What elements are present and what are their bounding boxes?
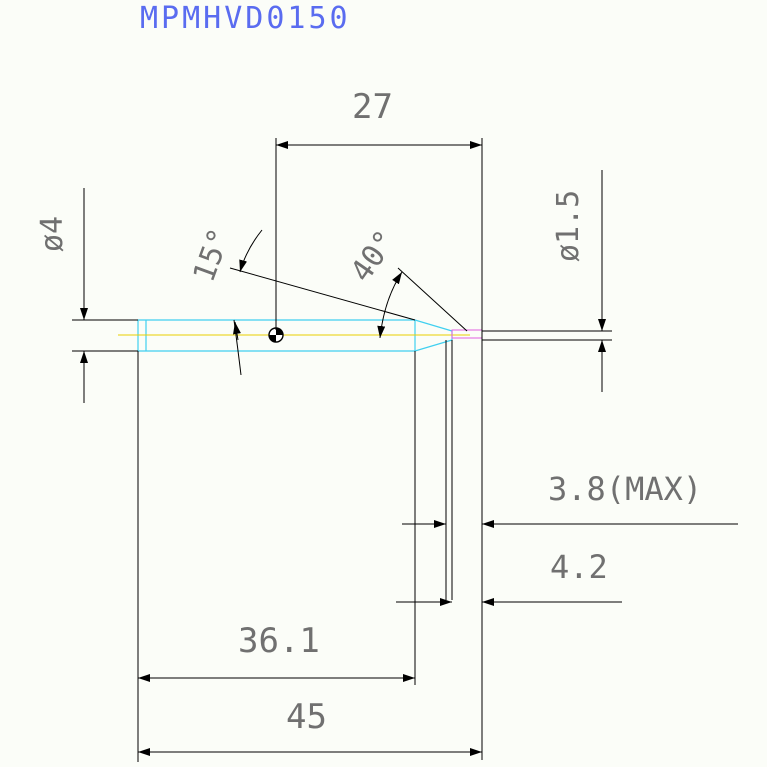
dim-angle-40-label: 40°	[344, 224, 404, 288]
dim-36-1-label: 36.1	[238, 621, 320, 661]
tool-tip	[451, 329, 483, 339]
dim-45-label: 45	[286, 697, 327, 737]
dim-4-2-label: 4.2	[550, 548, 608, 586]
drawing-title: MPMHVD0150	[140, 1, 351, 36]
dim-angle-15-label: 15°	[187, 224, 238, 287]
dim-diameter-4-label: ø4	[35, 216, 70, 252]
datum-point	[268, 327, 284, 343]
dim-27-label: 27	[352, 87, 393, 127]
dimension-lines	[72, 138, 738, 762]
dim-depth-max-label: 3.8(MAX)	[548, 470, 702, 508]
dim-diameter-1-5-label: ø1.5	[551, 190, 586, 262]
